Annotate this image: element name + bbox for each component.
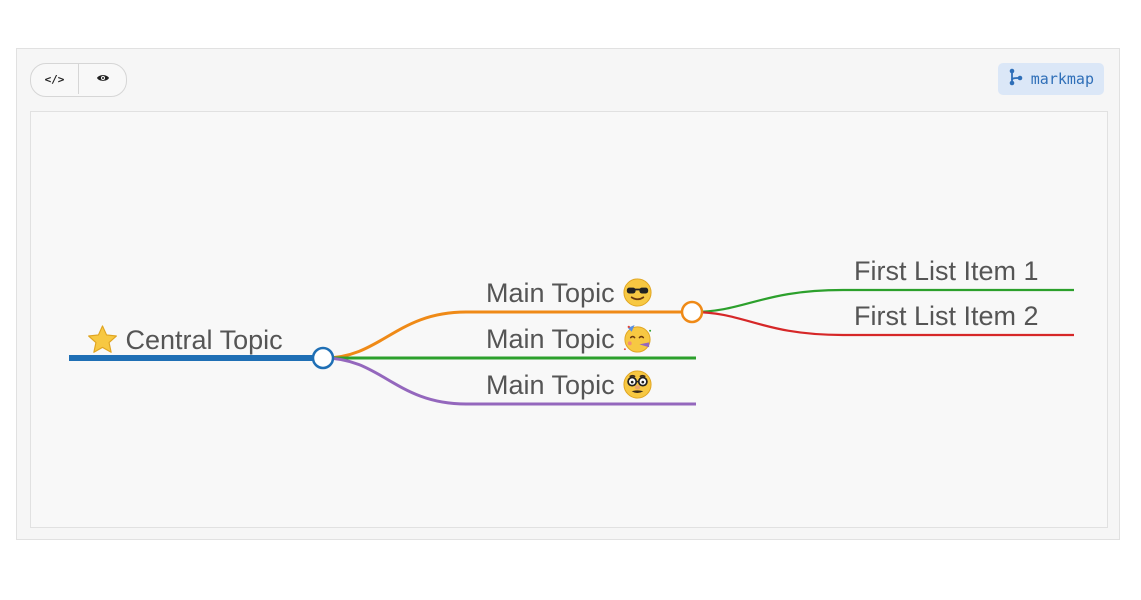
root-node-label: Central Topic [125, 325, 283, 355]
branch-to-main-topic-1 [323, 310, 467, 360]
code-view-button[interactable]: </> [31, 64, 78, 94]
root-node[interactable]: Central Topic [87, 324, 283, 356]
main-topic-node-1[interactable]: Main Topic [486, 277, 653, 309]
eye-icon [96, 70, 110, 88]
brand-label: markmap [1030, 70, 1094, 88]
root-collapse-toggle[interactable] [311, 346, 335, 370]
main-topic-node-2[interactable]: Main Topic [486, 323, 653, 355]
star-emoji [87, 324, 118, 355]
branch-to-sub-item-1 [691, 288, 844, 314]
mindmap-canvas[interactable]: Central Topic Main Topic Main Topic [30, 111, 1108, 528]
branch-icon [1009, 68, 1023, 90]
sub-item-1-label: First List Item 1 [854, 256, 1039, 286]
partying-face-emoji [622, 323, 653, 354]
main-topic-1-collapse-toggle[interactable] [680, 300, 704, 324]
sub-item-node-2[interactable]: First List Item 2 [854, 300, 1039, 332]
disguised-face-emoji [622, 369, 653, 400]
main-topic-1-label: Main Topic [486, 278, 615, 308]
sub-item-node-1[interactable]: First List Item 1 [854, 255, 1039, 287]
sunglasses-face-emoji [622, 277, 653, 308]
code-icon: </> [44, 72, 65, 86]
mindmap-svg [69, 288, 1074, 406]
main-topic-2-label: Main Topic [486, 324, 615, 354]
branch-to-sub-item-2 [691, 310, 844, 337]
markmap-widget: </> markmap [16, 48, 1120, 540]
main-topic-3-label: Main Topic [486, 370, 615, 400]
main-topic-node-3[interactable]: Main Topic [486, 369, 653, 401]
branch-to-main-topic-3 [323, 356, 467, 406]
view-toggle: </> [30, 63, 127, 97]
sub-item-2-label: First List Item 2 [854, 301, 1039, 331]
markmap-brand-button[interactable]: markmap [997, 63, 1104, 95]
preview-button[interactable] [78, 64, 126, 94]
